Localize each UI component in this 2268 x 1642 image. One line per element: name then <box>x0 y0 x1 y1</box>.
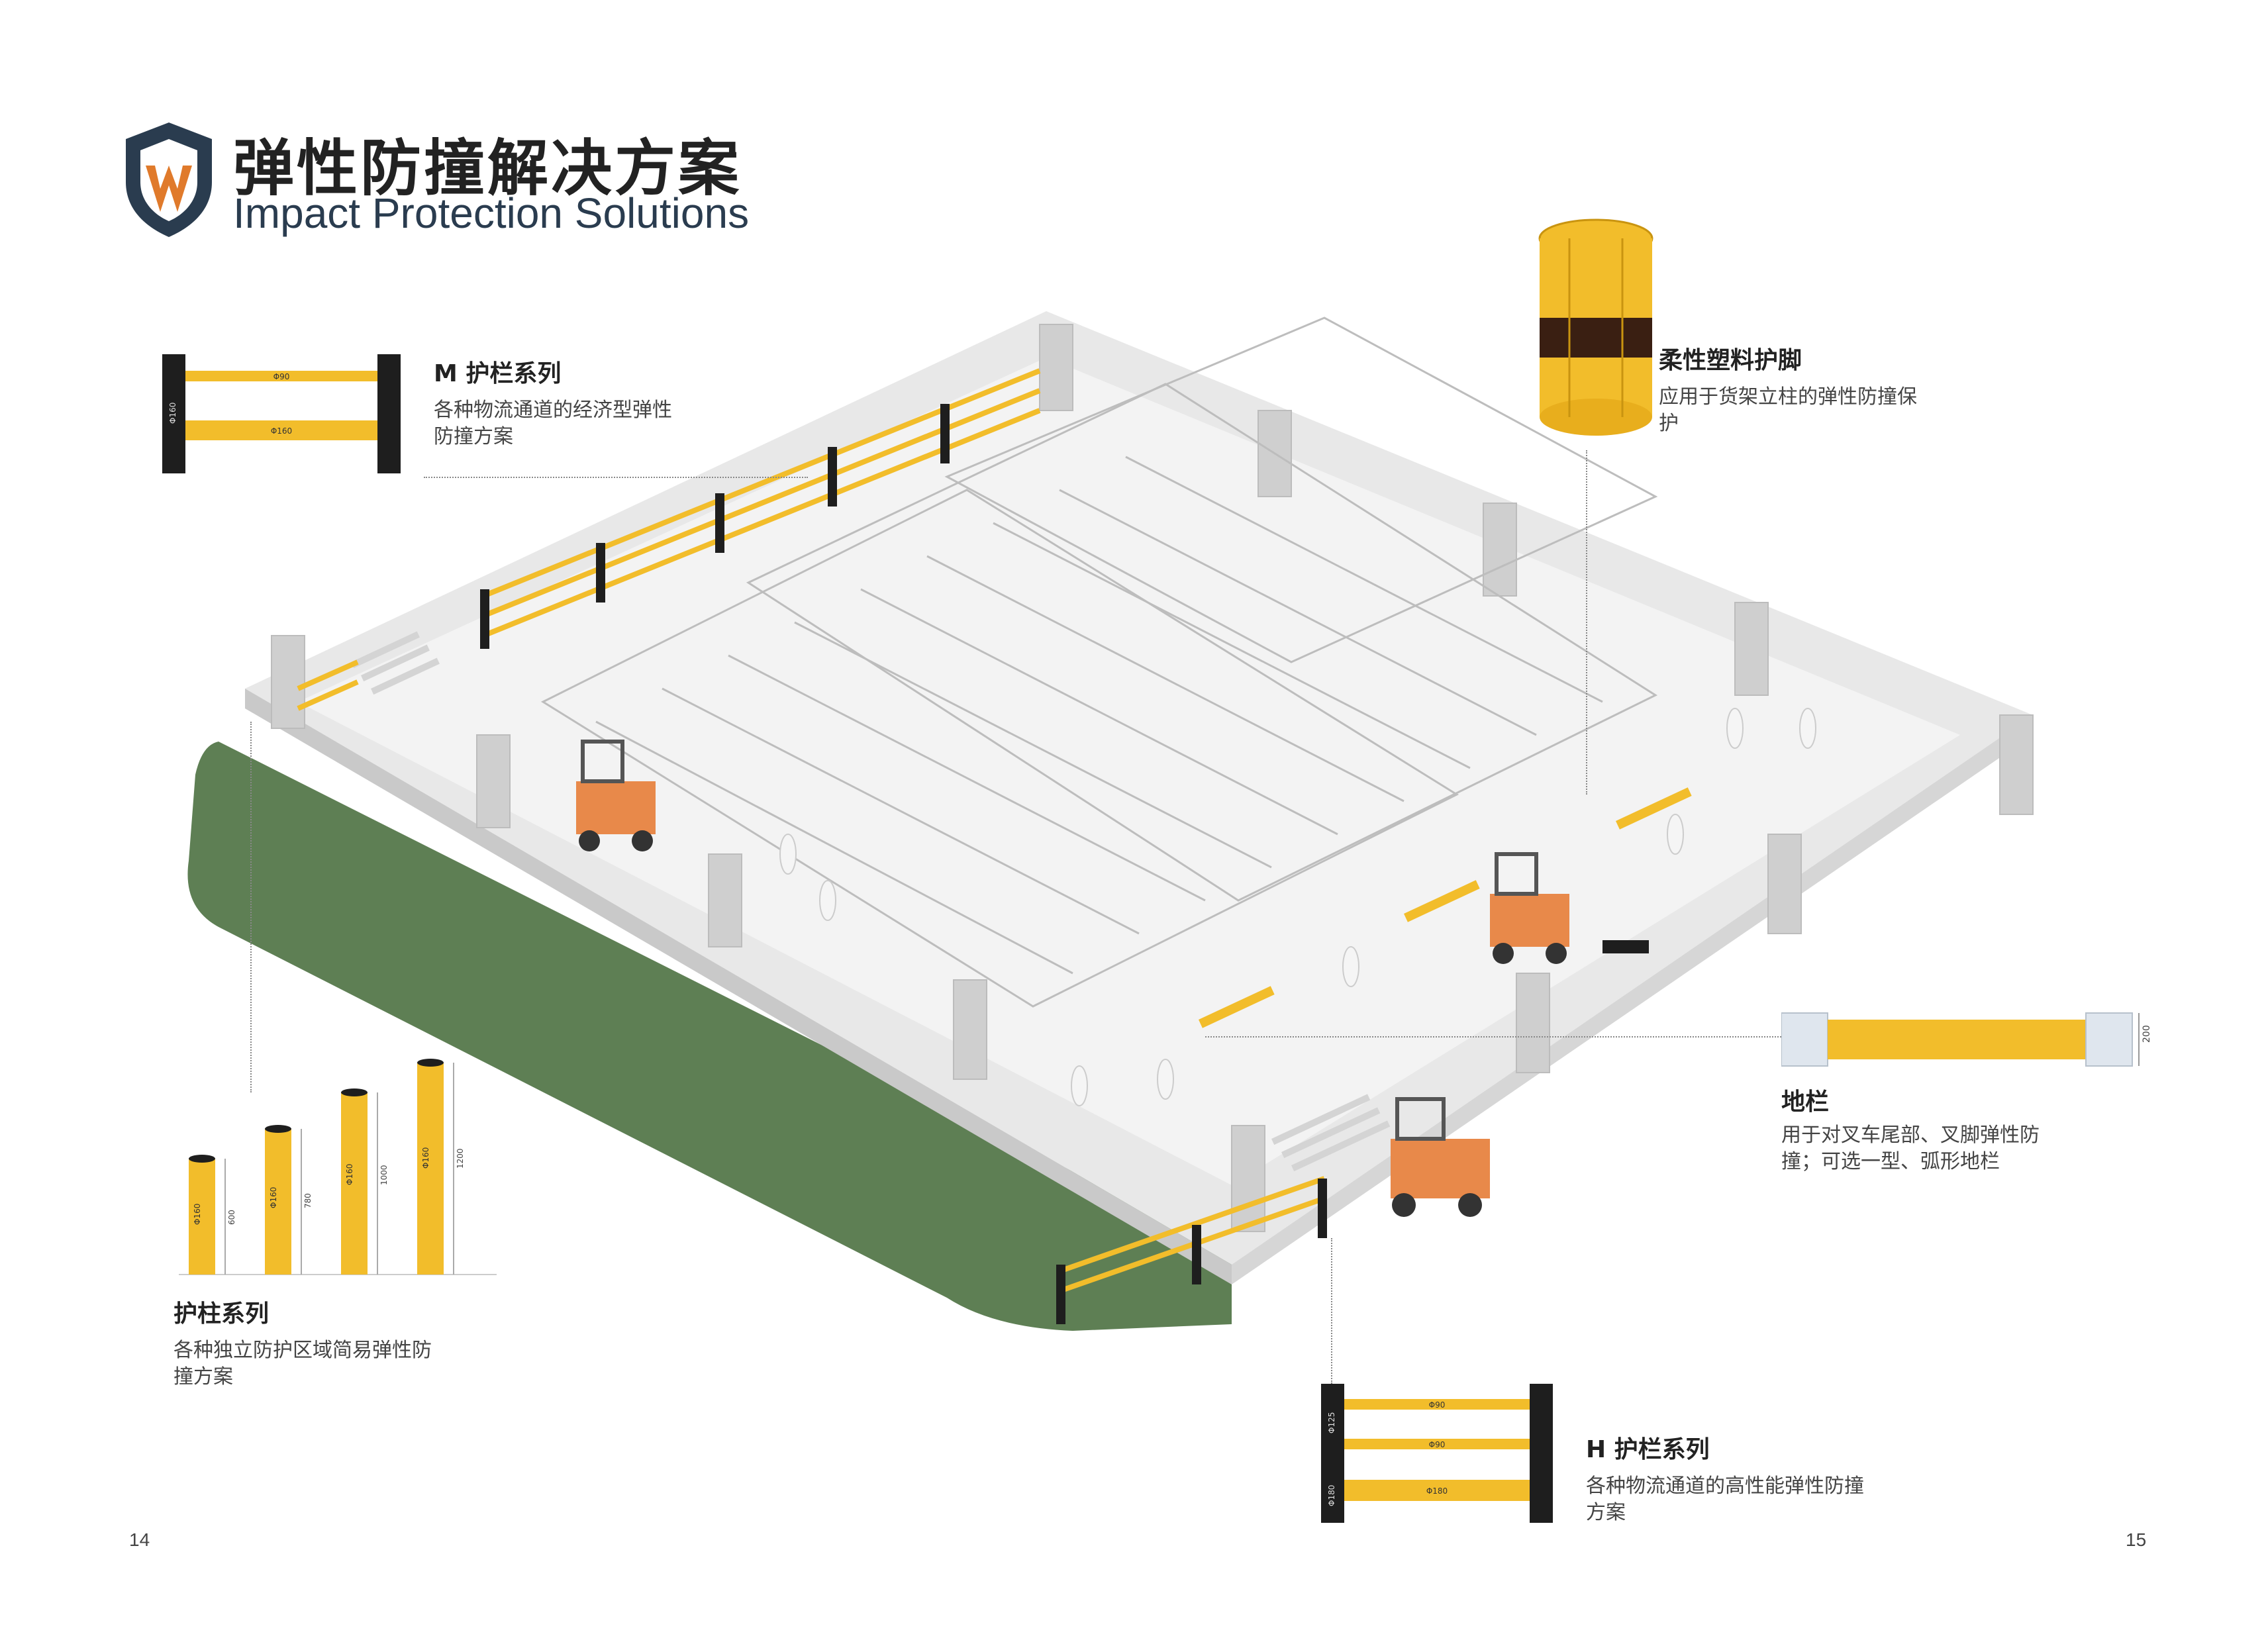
m-series-label-top: Φ90 <box>273 372 290 381</box>
page-number-right: 15 <box>2126 1529 2147 1550</box>
m-series-title: M 护栏系列 <box>434 360 562 387</box>
h-series-product-image: Φ90 Φ90 Φ180 Φ125 Φ180 <box>1321 1384 1553 1523</box>
bollard-2-height: 780 <box>303 1193 313 1208</box>
h-series-title: H 护栏系列 <box>1586 1436 1710 1463</box>
m-series-label-bottom: Φ160 <box>271 426 292 436</box>
bollard-4-height: 1200 <box>456 1148 465 1169</box>
column-protector-leader <box>1586 450 1587 795</box>
forklift-3 <box>1391 1097 1490 1217</box>
h-series-label-mid: Φ90 <box>1429 1440 1446 1449</box>
bollard-2-dia: Φ160 <box>269 1187 278 1208</box>
bollard-series-image: Φ160 600 Φ160 780 Φ160 1000 Φ160 1200 <box>179 1059 497 1275</box>
h-series-label-post-bottom: Φ180 <box>1327 1485 1336 1506</box>
h-series-desc: 各种物流通道的高性能弹性防撞方案 <box>1586 1474 1864 1524</box>
h-series-leader <box>1331 1238 1332 1384</box>
column-protector-desc: 应用于货架立柱的弹性防撞保护 <box>1659 385 1917 435</box>
bollard-4-dia: Φ160 <box>421 1147 430 1169</box>
bollard-3-height: 1000 <box>379 1165 389 1185</box>
page-subtitle: Impact Protection Solutions <box>233 189 750 237</box>
bollard-series-desc: 各种独立防护区域简易弹性防撞方案 <box>173 1339 432 1388</box>
bollard-1-height: 600 <box>227 1210 236 1225</box>
m-series-product-image: Φ90 Φ160 Φ160 <box>162 354 401 473</box>
floor-rail-leader <box>1205 1036 1781 1038</box>
m-series-label-post: Φ160 <box>168 403 177 424</box>
page-number-left: 14 <box>129 1529 150 1550</box>
floor-rail-image: 200 <box>1781 1012 2152 1067</box>
bollard-leader <box>250 722 252 1092</box>
bollard-3-dia: Φ160 <box>345 1164 354 1185</box>
forklift-2 <box>1490 852 1569 964</box>
floor-rail-height-label: 200 <box>2142 1025 2152 1043</box>
floor-rail-desc: 用于对叉车尾部、叉脚弹性防撞；可选一型、弧形地栏 <box>1781 1124 2040 1173</box>
bollard-1-dia: Φ160 <box>193 1204 202 1225</box>
brand-logo <box>126 122 212 237</box>
column-protector-image <box>1538 218 1653 436</box>
h-series-label-bottom: Φ180 <box>1426 1486 1448 1496</box>
m-series-desc: 各种物流通道的经济型弹性防撞方案 <box>434 399 672 448</box>
page-title: 弹性防撞解决方案 <box>233 133 742 204</box>
h-series-label-top: Φ90 <box>1429 1400 1446 1410</box>
forklift-1 <box>576 740 656 851</box>
bollard-series-title: 护柱系列 <box>173 1300 270 1328</box>
column-protector-title: 柔性塑料护脚 <box>1659 347 1802 374</box>
floor-rail-title: 地栏 <box>1781 1088 1830 1116</box>
h-series-label-post-top: Φ125 <box>1327 1412 1336 1433</box>
m-series-leader <box>424 477 808 478</box>
